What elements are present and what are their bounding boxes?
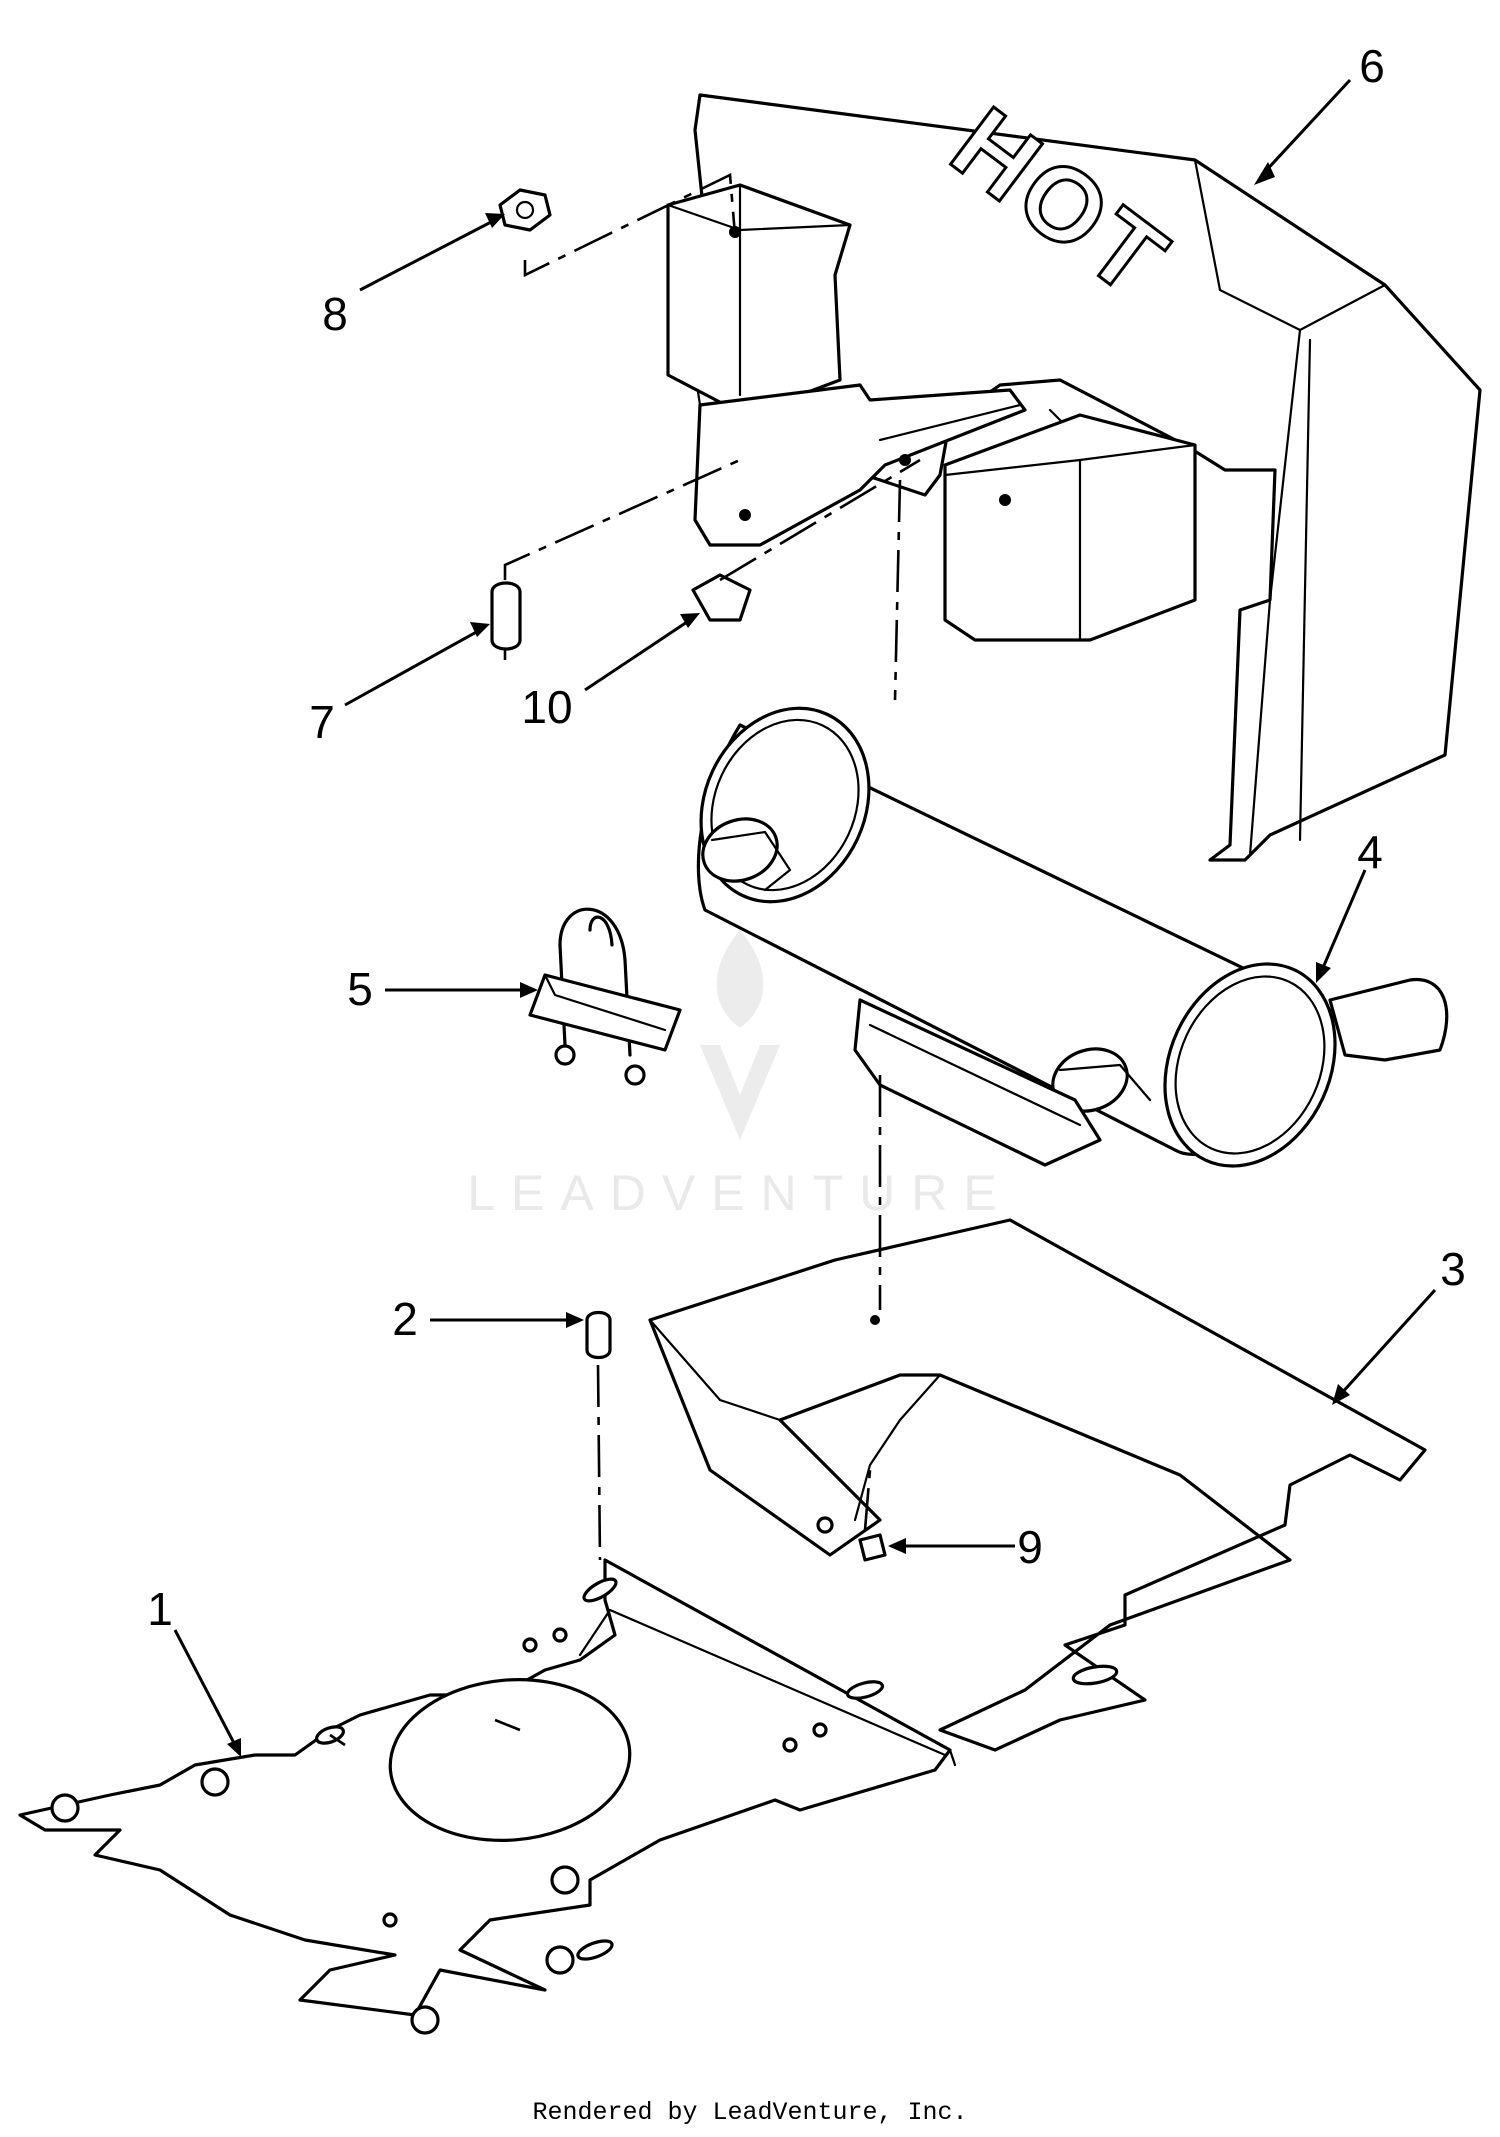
- callout-3: 3: [1440, 1243, 1466, 1295]
- assembly-lines: [329, 172, 921, 1747]
- callout-9: 9: [1017, 1521, 1043, 1573]
- callout-4: 4: [1357, 826, 1383, 878]
- cover-hole-2: [739, 509, 751, 521]
- callouts: 6 8 7 10 5 4 3 2 9 1: [147, 40, 1466, 1635]
- callout-2: 2: [392, 1293, 418, 1345]
- watermark: LEADVENTURE: [467, 930, 1013, 1221]
- u-bolt-clamp: [528, 907, 682, 1086]
- muffler: [696, 706, 1449, 1168]
- render-credit: Rendered by LeadVenture, Inc.: [532, 2098, 968, 2127]
- screw-part-9: [858, 1533, 887, 1562]
- callout-6: 6: [1359, 40, 1385, 92]
- callout-1: 1: [147, 1583, 173, 1635]
- callout-8: 8: [322, 288, 348, 340]
- leader-lines: [173, 78, 1437, 1757]
- cover-hole-4: [999, 494, 1011, 506]
- cover-hole-3: [899, 454, 911, 466]
- spacer-part-2: [585, 1310, 612, 1360]
- watermark-flame-icon: [716, 930, 764, 1028]
- hardware: [490, 188, 887, 1562]
- spacer-part-7: [490, 581, 522, 651]
- base-plate: [18, 1558, 957, 2035]
- callout-5: 5: [347, 963, 373, 1015]
- watermark-text: LEADVENTURE: [467, 1165, 1013, 1221]
- clip-part-10: [691, 573, 752, 622]
- callout-7: 7: [309, 696, 335, 748]
- watermark-v-icon: [700, 1045, 780, 1140]
- callout-10: 10: [521, 681, 572, 733]
- nut-part-8: [498, 188, 552, 232]
- deflector-plate: [648, 1218, 1427, 1752]
